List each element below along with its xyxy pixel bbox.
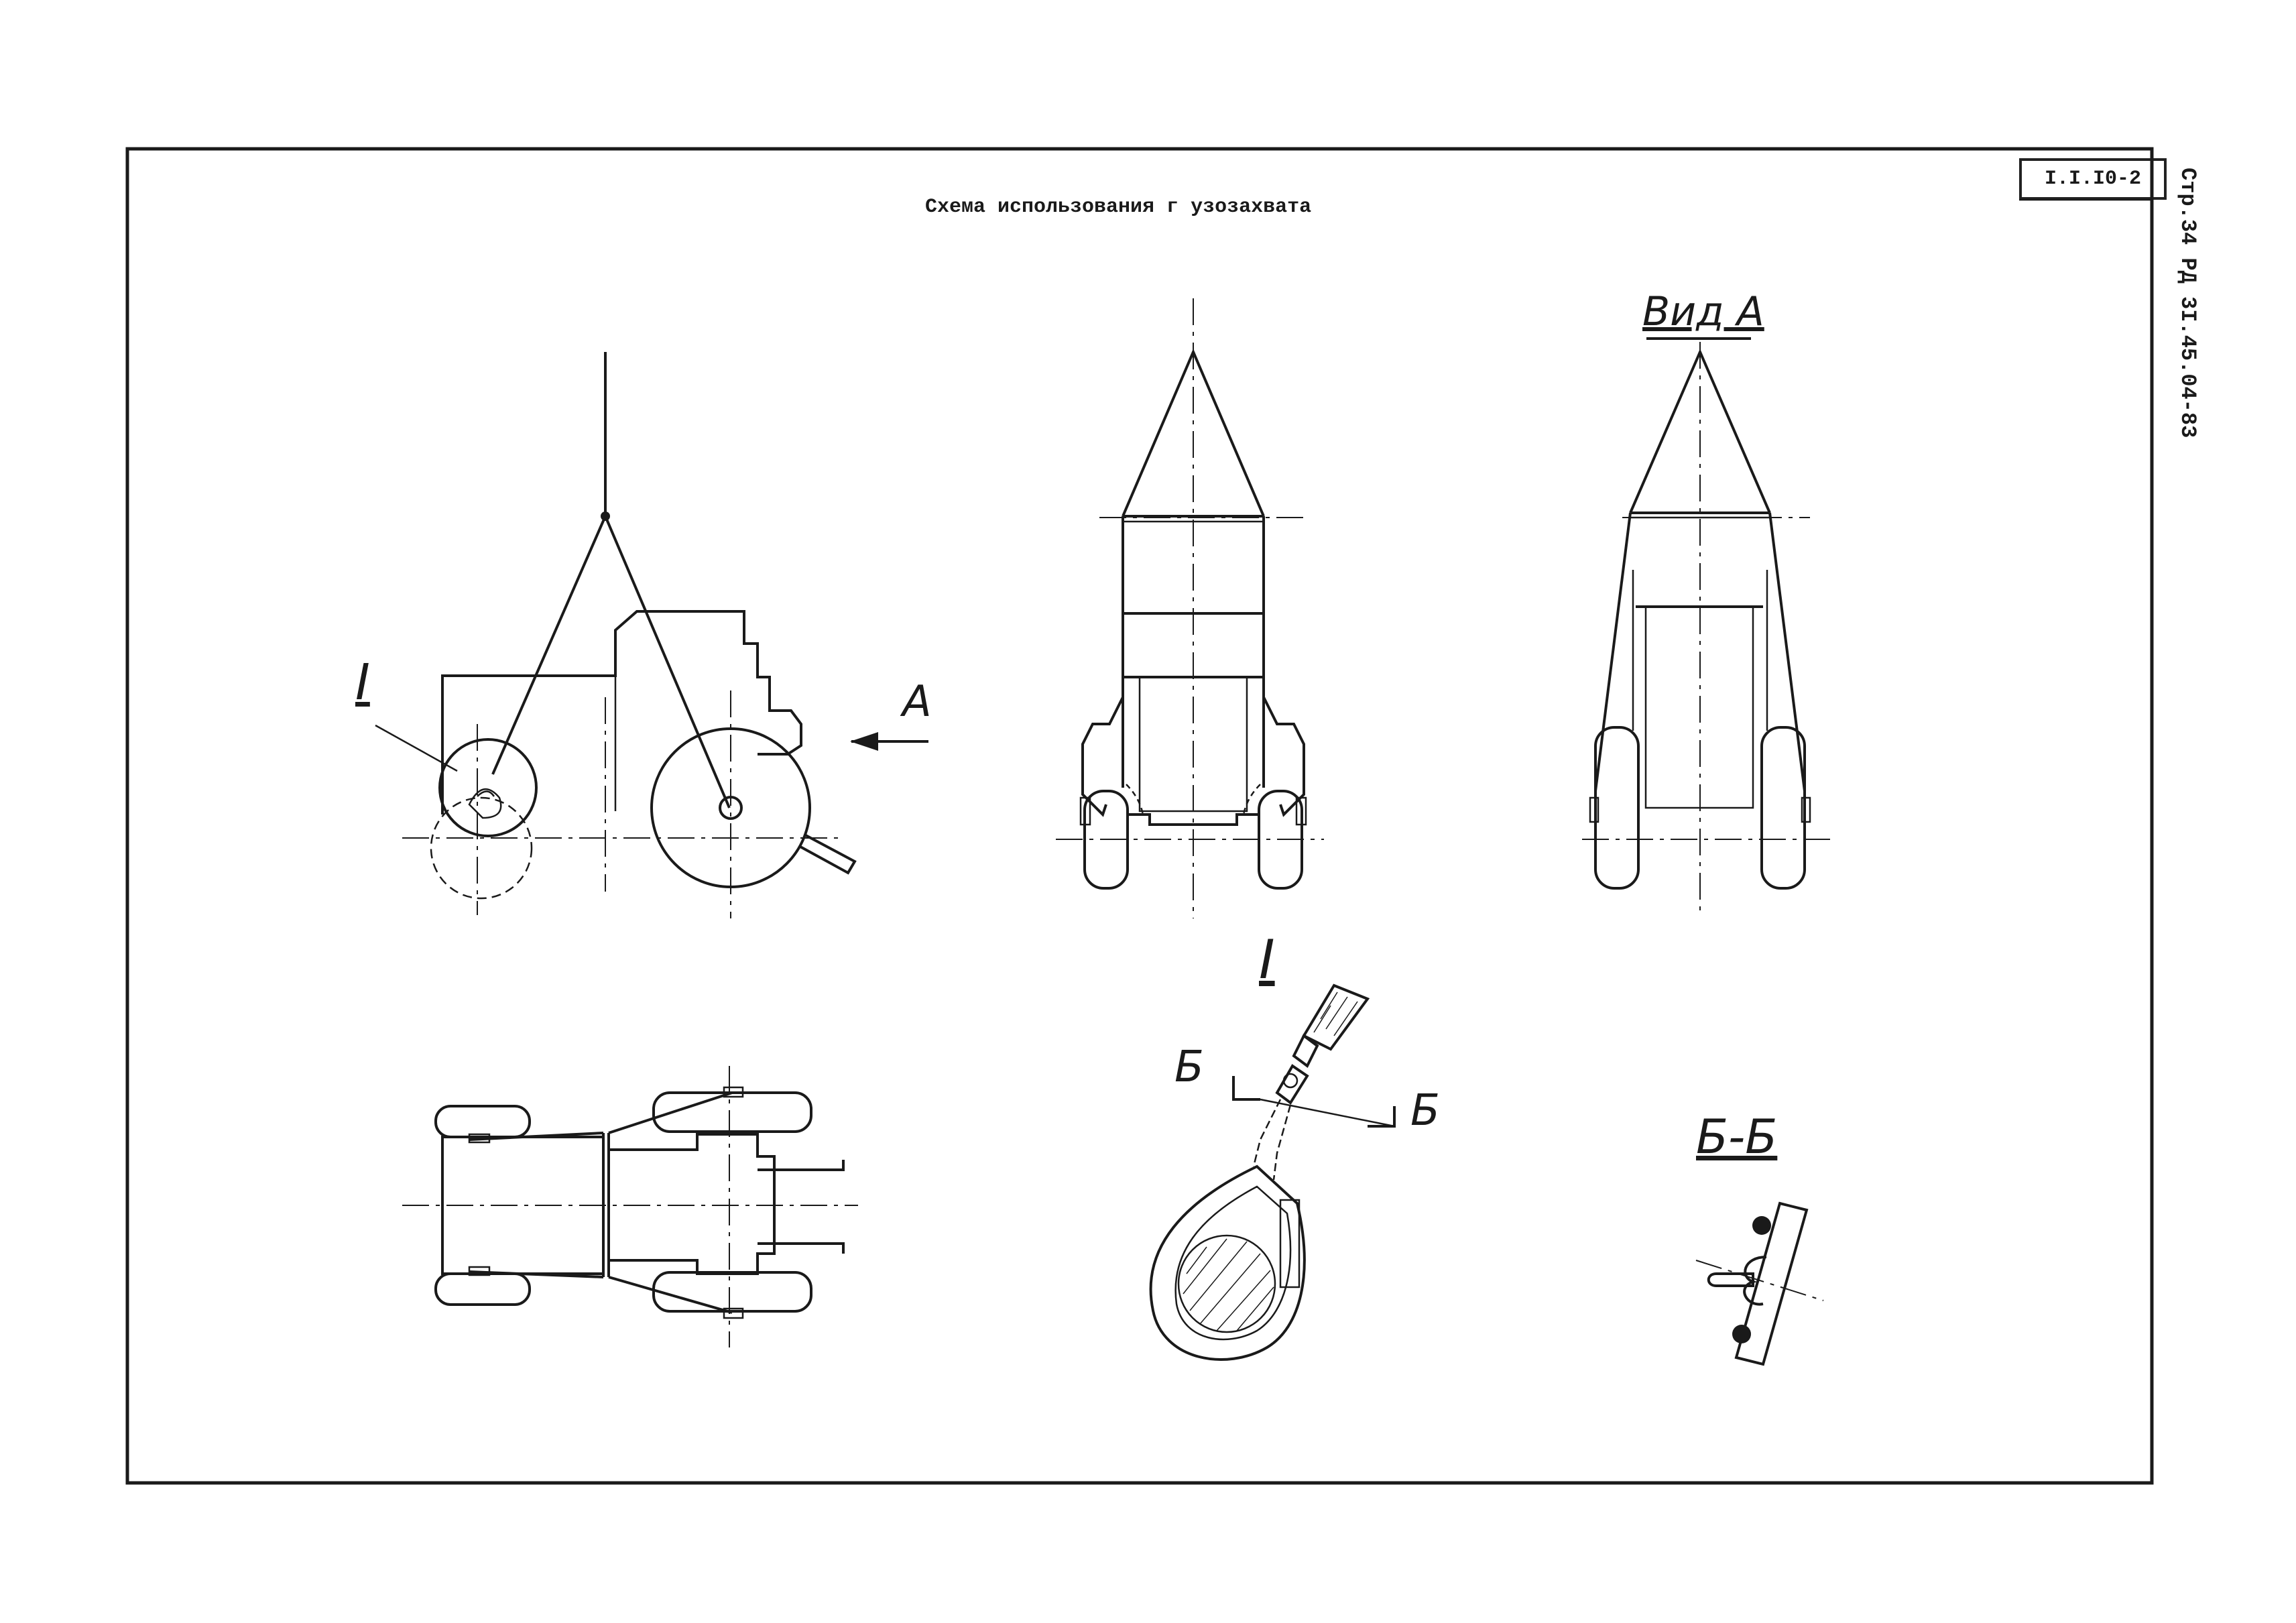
detail-I-gripping-device bbox=[1149, 983, 1396, 1361]
tractor-side-view bbox=[375, 352, 928, 918]
section-b-b bbox=[1695, 1201, 1824, 1366]
detail-I-heading: I bbox=[1259, 928, 1275, 991]
section-label-b-right: Б bbox=[1410, 1086, 1440, 1136]
section-bb-heading: Б-Б bbox=[1696, 1109, 1778, 1164]
drawing-title: Схема использования г узозахвата bbox=[925, 196, 1312, 219]
drawing-frame bbox=[125, 147, 2154, 1485]
section-label-b-left: Б bbox=[1174, 1042, 1204, 1092]
view-A-heading: Вид А bbox=[1642, 288, 1764, 335]
tractor-rear-view-A bbox=[1582, 337, 1837, 915]
view-arrow-label-A: А bbox=[902, 677, 932, 727]
tractor-front-view bbox=[1056, 298, 1324, 918]
document-code-box: I.I.I0-2 bbox=[2019, 158, 2167, 200]
tractor-top-view bbox=[402, 1066, 858, 1347]
detail-label-I: I bbox=[355, 654, 370, 711]
